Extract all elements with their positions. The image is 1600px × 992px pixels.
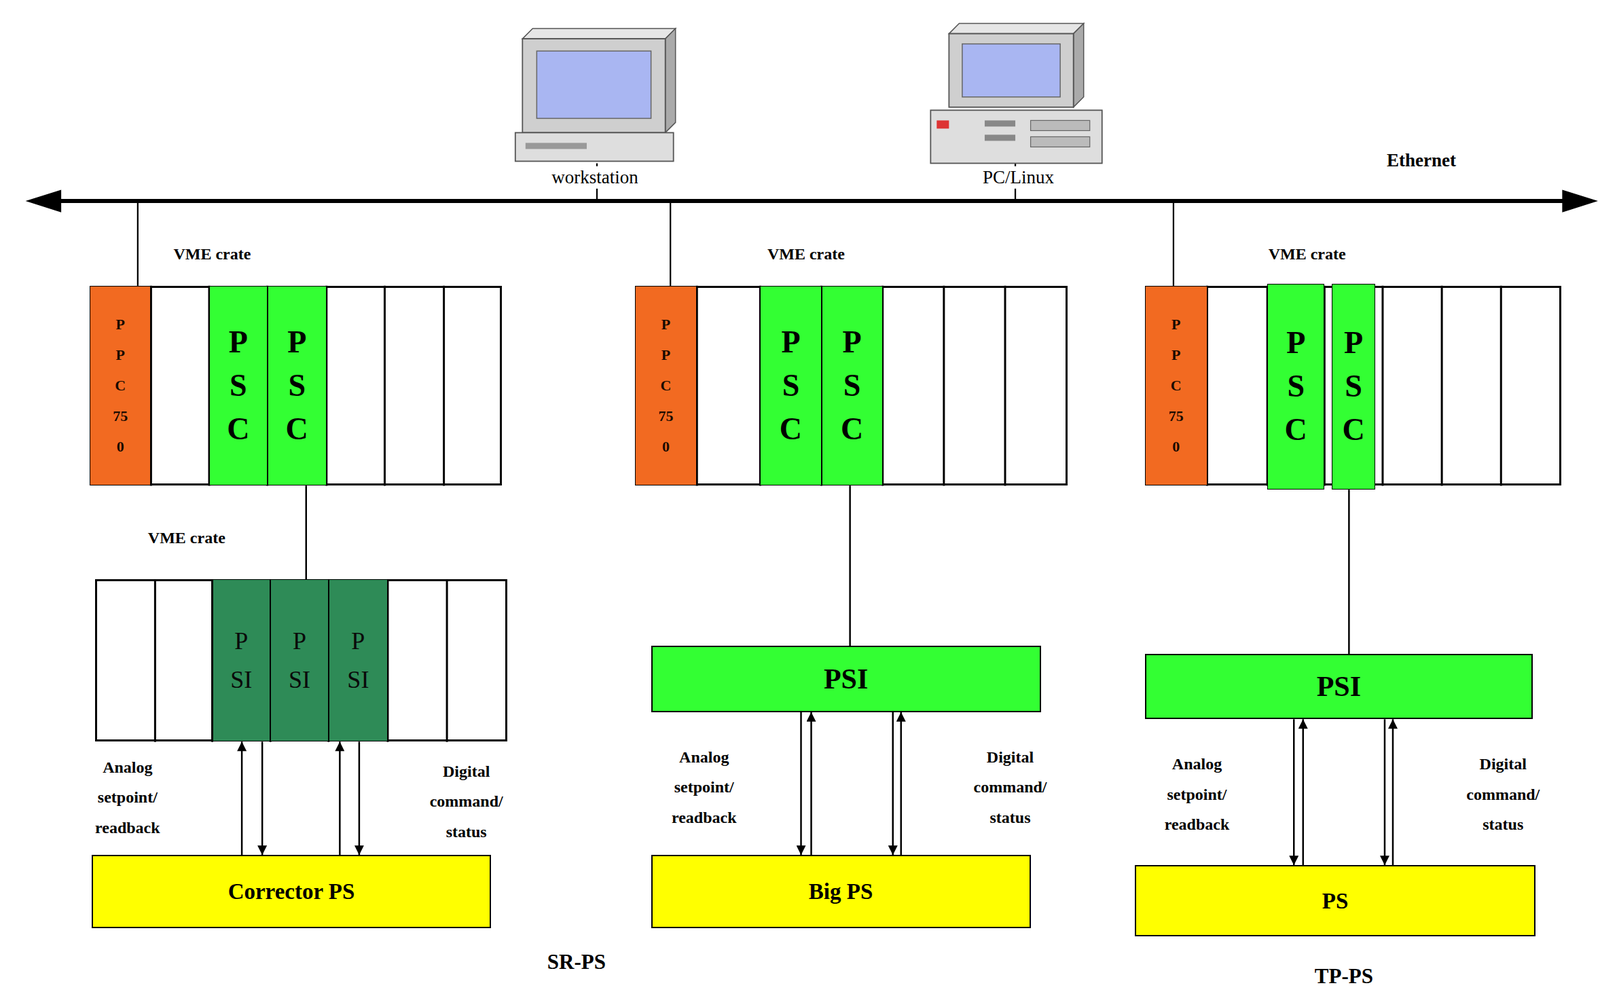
box-label: PS — [1322, 887, 1349, 915]
box-label: Big PS — [808, 878, 873, 906]
signal-arrow — [1302, 719, 1305, 866]
workstation-icon — [515, 28, 676, 161]
signal-arrow — [900, 712, 903, 856]
signal-arrow — [338, 741, 341, 856]
box-label: PSI — [287, 622, 312, 700]
text-label: PC/Linux — [979, 166, 1057, 189]
text-label: SR-PS — [544, 949, 609, 975]
crate-heading: VME crate — [767, 244, 845, 264]
text-label: Analog setpoint/ readback — [656, 742, 752, 833]
text-label: Analog setpoint/ readback — [80, 752, 176, 843]
vme-crate: VME cratePSIPSIPSI — [95, 579, 508, 742]
signal-arrow — [810, 712, 813, 856]
crate-heading: VME crate — [148, 528, 226, 548]
signal-arrow — [241, 741, 244, 856]
pc-linux-icon — [930, 23, 1102, 164]
box-label: PSC — [1280, 321, 1312, 452]
box-label: PSC — [836, 320, 868, 451]
text-label: Digital command/ status — [962, 742, 1059, 833]
cpu-board: PPC750 — [634, 285, 698, 487]
box-label: PSC — [222, 320, 254, 451]
psc-board: PSC — [1267, 283, 1325, 491]
signal-arrow — [800, 712, 803, 856]
box-label: PPC750 — [658, 308, 674, 462]
signal-arrow — [891, 712, 894, 856]
text-label: workstation — [548, 166, 642, 189]
signal-arrow — [1293, 719, 1296, 866]
box-label: PPC750 — [1168, 308, 1184, 462]
box-label: PSI — [823, 662, 868, 696]
box-label: PSC — [774, 320, 807, 451]
power-supply-box: PS — [1134, 865, 1537, 937]
cpu-board: PPC750 — [89, 285, 151, 487]
signal-cable — [305, 485, 308, 580]
cpu-board: PPC750 — [1144, 285, 1208, 487]
box-label: PSI — [345, 622, 371, 700]
bus-taps — [137, 162, 1174, 286]
psc-board: PSC — [267, 285, 327, 487]
text-label: Analog setpoint/ readback — [1149, 749, 1245, 841]
bus-tap — [1172, 201, 1175, 286]
crate-heading: VME crate — [173, 244, 251, 264]
box-label: PPC750 — [112, 308, 128, 462]
box-label: PSC — [1337, 321, 1370, 452]
box-label: PSI — [228, 622, 254, 700]
text-label: Digital command/ status — [419, 756, 515, 847]
psc-board: PSC — [759, 285, 822, 487]
signal-arrow — [358, 741, 361, 856]
ethernet-line — [46, 198, 1567, 204]
vme-crate: VME cratePPC750PSCPSC — [634, 285, 1068, 487]
signal-cable — [848, 485, 851, 646]
psi-board: PSI — [328, 579, 388, 742]
bus-tap — [137, 201, 139, 286]
signal-arrow — [1384, 719, 1387, 866]
box-label: PSC — [281, 320, 313, 451]
box-label: Corrector PS — [228, 878, 356, 906]
text-label: Digital command/ status — [1455, 749, 1551, 841]
psi-box: PSI — [651, 645, 1042, 713]
bus-tap — [669, 201, 671, 286]
psi-board: PSI — [212, 579, 271, 742]
psc-board: PSC — [209, 285, 268, 487]
signal-arrow — [1392, 719, 1395, 866]
vme-crate: VME cratePPC750PSCPSC — [1144, 285, 1562, 487]
text-label: TP-PS — [1312, 963, 1376, 989]
psi-box: PSI — [1144, 653, 1533, 720]
box-label: PSI — [1316, 670, 1361, 703]
power-supply-box: Corrector PS — [91, 855, 491, 929]
crate-heading: VME crate — [1268, 244, 1347, 264]
psc-board: PSC — [821, 285, 883, 487]
power-supply-box: Big PS — [651, 855, 1031, 929]
psi-board: PSI — [270, 579, 329, 742]
vme-crate: VME cratePPC750PSCPSC — [89, 285, 502, 487]
signal-cable — [1348, 489, 1351, 654]
ethernet-arrow — [1561, 190, 1598, 213]
signal-arrow — [261, 741, 264, 856]
psc-board: PSC — [1331, 283, 1376, 491]
text-label: Ethernet — [1384, 149, 1459, 172]
ethernet-bus — [25, 190, 1598, 213]
ethernet-arrow — [25, 190, 62, 213]
